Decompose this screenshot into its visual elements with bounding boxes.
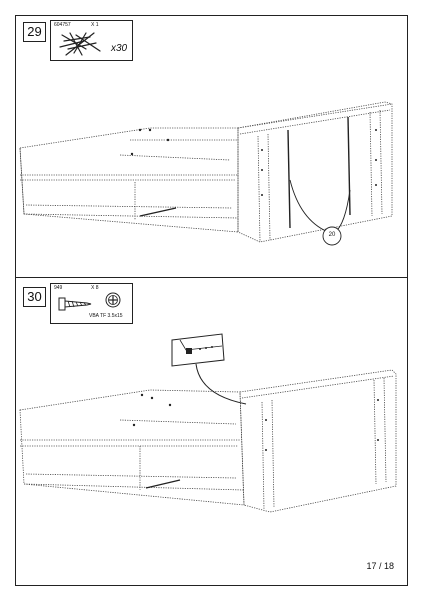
- callout-label: 20: [328, 232, 336, 238]
- page-frame: [15, 15, 408, 586]
- step-30-part-qty: X 8: [91, 285, 99, 291]
- wooden-dowels-icon: [59, 32, 101, 56]
- step-30-part-code: 949: [54, 285, 63, 291]
- page-number: 17 / 18: [366, 561, 394, 571]
- step-29-number: 29: [23, 22, 46, 42]
- magnified-detail-icon: [171, 333, 247, 405]
- step-30-number: 30: [23, 287, 46, 307]
- step-divider: [15, 277, 408, 278]
- step-29-part-box: 604757 X 1 x30: [50, 20, 133, 61]
- step-29-part-qty: X 1: [91, 22, 99, 28]
- phillips-head-icon: [105, 292, 121, 308]
- step-30-part-box: 949 X 8 VBA TF 3.5x15: [50, 283, 133, 324]
- step-29-part-code: 604757: [54, 22, 71, 28]
- step-30-part-spec: VBA TF 3.5x15: [89, 313, 123, 319]
- step-29-multiplier: x30: [111, 43, 128, 54]
- screw-icon: [58, 297, 92, 311]
